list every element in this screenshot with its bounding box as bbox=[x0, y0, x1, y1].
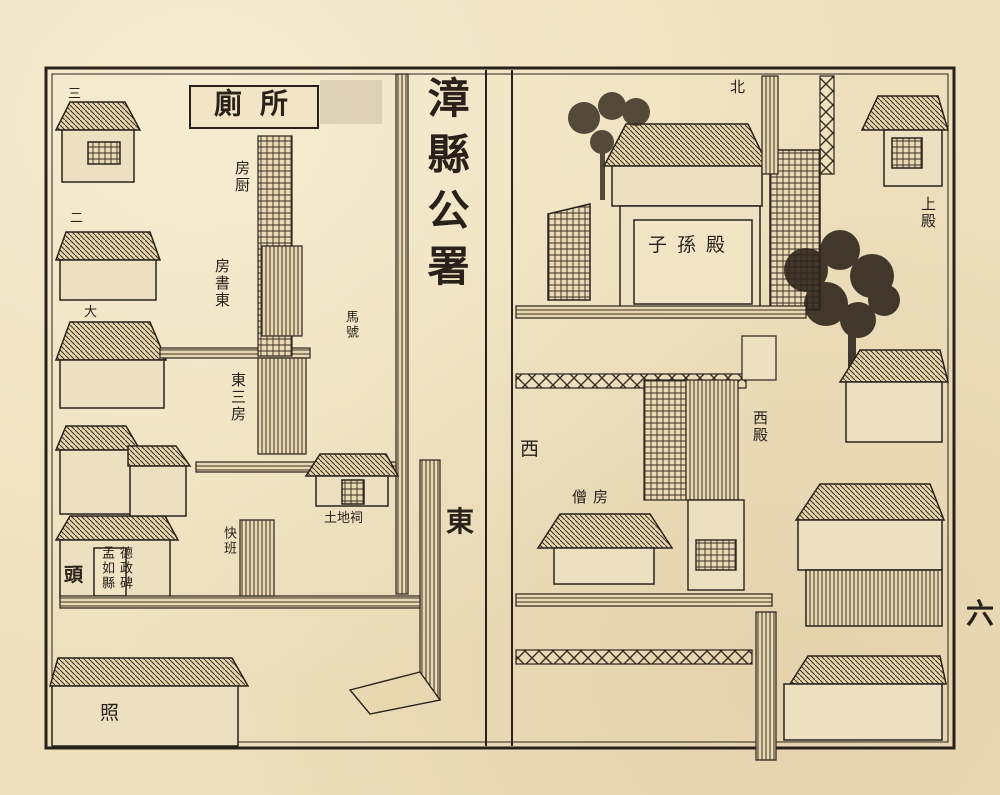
east-direction-label: 東 bbox=[446, 505, 475, 538]
latrine-label: 廁所 bbox=[214, 87, 307, 120]
west-hall-structure bbox=[687, 499, 745, 591]
right-walls bbox=[515, 305, 807, 761]
zisun-hall-building bbox=[547, 123, 821, 311]
north-label: 北 bbox=[730, 78, 746, 96]
west-hall-label: 西殿 bbox=[751, 410, 769, 444]
map-frame bbox=[44, 66, 956, 750]
earth-god-shrine-label: 土地祠 bbox=[324, 511, 364, 526]
screen-wall-label: 照 bbox=[100, 702, 120, 724]
monk-quarters-label: 僧房 bbox=[572, 488, 615, 506]
upper-hall-label: 上殿 bbox=[919, 196, 937, 230]
east-pavilions bbox=[783, 349, 949, 741]
marker-three: 三 bbox=[68, 87, 82, 102]
west-direction-label: 西 bbox=[520, 438, 540, 460]
kitchen-label: 房厨 bbox=[233, 160, 251, 194]
page-number: 六 bbox=[966, 597, 995, 630]
stable-label: 馬號 bbox=[343, 310, 358, 340]
stele-label: 德政碑 bbox=[117, 546, 132, 591]
east-third-room-label: 東三房 bbox=[229, 372, 247, 423]
zisun-hall-label: 子孫殿 bbox=[648, 234, 736, 256]
central-wall bbox=[395, 73, 441, 701]
fast-squad-label: 快班 bbox=[221, 526, 236, 556]
study-label: 房書東 bbox=[213, 258, 231, 309]
flag-poles bbox=[761, 75, 835, 175]
marker-big: 大 bbox=[84, 305, 98, 320]
left-walls bbox=[59, 135, 421, 609]
tree-north bbox=[568, 92, 650, 200]
marker-two: 二 bbox=[70, 211, 84, 226]
left-building-stack bbox=[54, 101, 192, 599]
screen-wall-building bbox=[49, 657, 250, 747]
stele-sub-label: 孟如縣 bbox=[99, 546, 114, 591]
upper-hall-building bbox=[860, 95, 950, 187]
head-gate-label: 頭 bbox=[64, 564, 84, 586]
ink-smudge bbox=[320, 80, 382, 124]
shrine-building bbox=[304, 453, 400, 507]
latrine-sign bbox=[189, 85, 319, 129]
monk-quarters-building bbox=[536, 513, 674, 585]
map-title: 漳縣公署 bbox=[421, 76, 470, 300]
gate-passage bbox=[348, 671, 442, 715]
